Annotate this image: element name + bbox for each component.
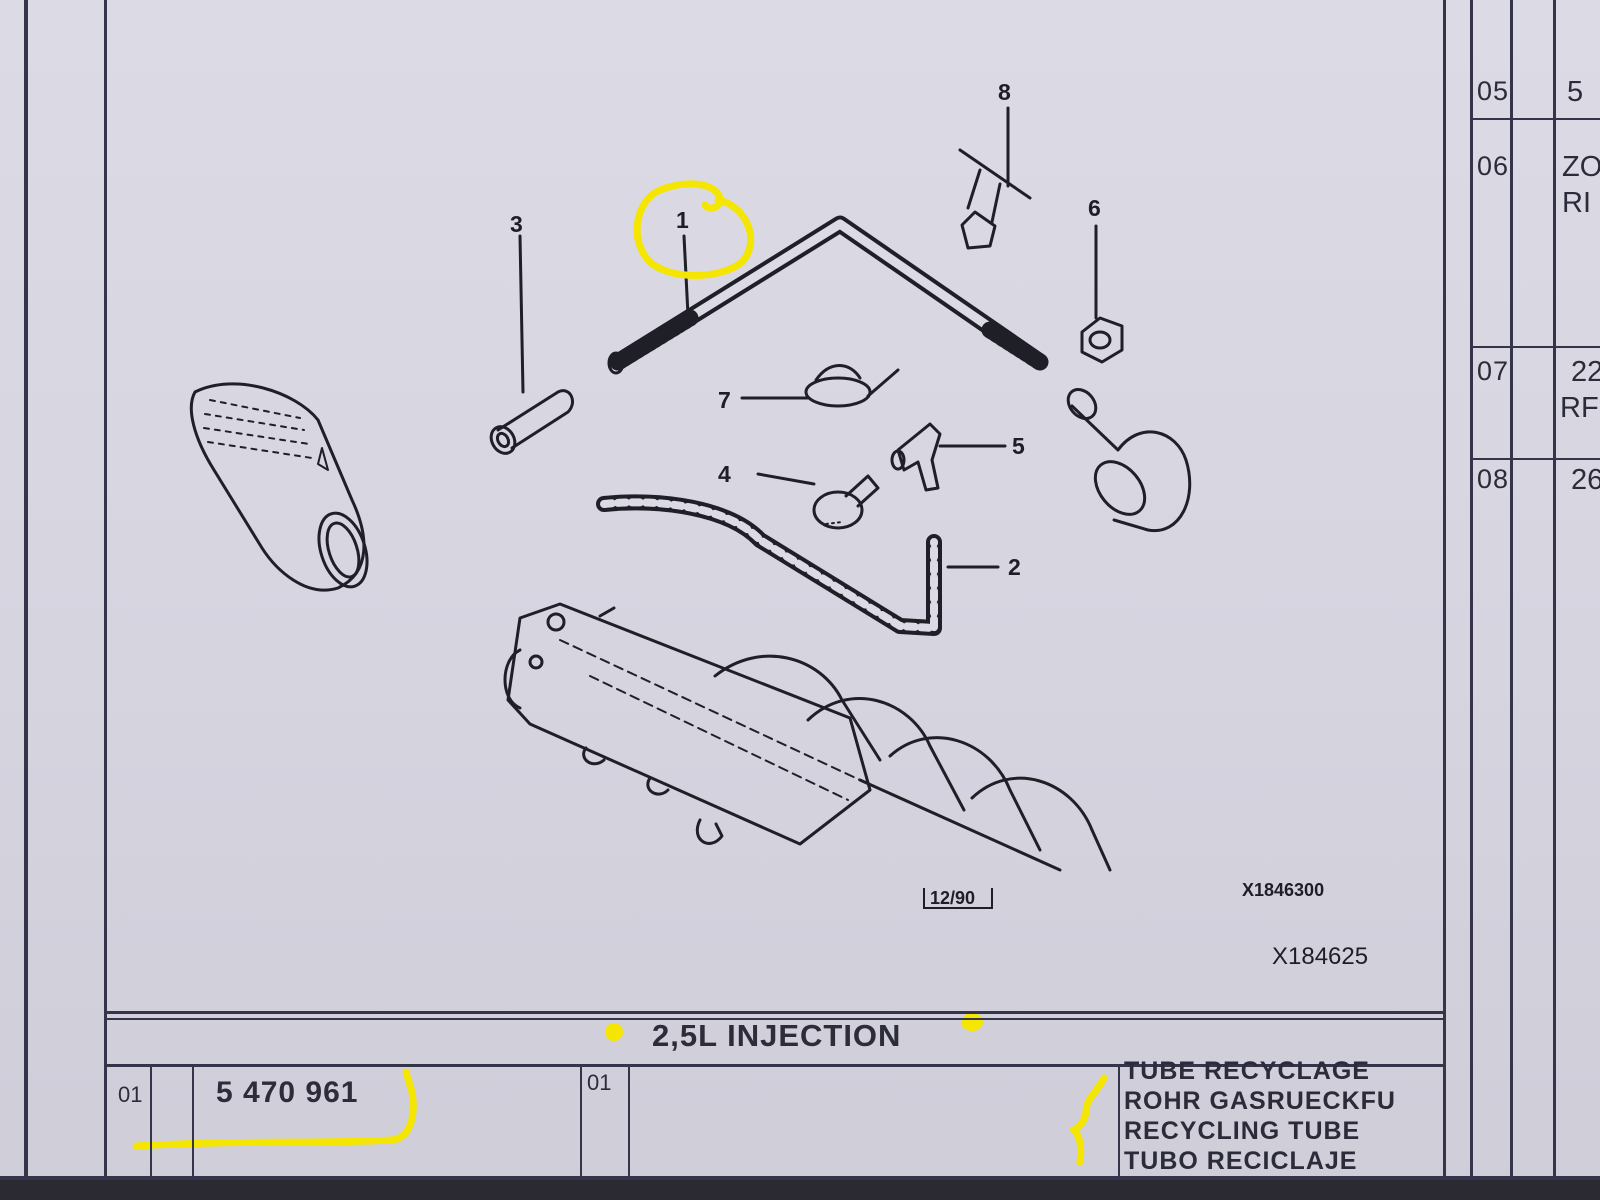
side-row-rule-1	[1472, 118, 1600, 120]
section-title: 2,5L INJECTION	[652, 1018, 902, 1053]
side-edge-06b: RI	[1562, 187, 1591, 219]
diagram-right-border	[1443, 0, 1446, 1178]
description-de: ROHR GASRUECKFU	[1124, 1087, 1396, 1115]
left-border-inner	[104, 0, 107, 1178]
description-fr: TUBE RECYCLAGE	[1124, 1057, 1370, 1085]
part-7-hose-clip	[740, 364, 900, 408]
table-col-2	[192, 1066, 194, 1178]
side-edge-07b: RF	[1560, 392, 1599, 424]
side-edge-05: 5	[1567, 76, 1584, 108]
table-col-5	[1118, 1066, 1120, 1178]
part-3-hose-connector	[489, 234, 574, 455]
annotation-dot-right	[961, 1013, 983, 1031]
date-stamp: 12/90	[930, 888, 975, 908]
left-border-outer	[24, 0, 28, 1178]
side-column-border-a	[1470, 0, 1473, 1178]
callout-7: 7	[718, 387, 731, 413]
side-edge-07: 22	[1571, 356, 1600, 388]
side-row-rule-2	[1472, 346, 1600, 348]
annotation-bracket	[1068, 1074, 1108, 1166]
yellow-annotations	[132, 180, 1108, 1166]
date-stamp-bracket	[923, 888, 993, 909]
diagram-reference-2: X184625	[1272, 943, 1368, 970]
monitor-bezel	[0, 1180, 1600, 1200]
quantity: 01	[587, 1070, 612, 1095]
part-8-bolt-fitting	[958, 106, 1032, 250]
annotation-underline	[132, 1068, 417, 1150]
table-top-rule-inner	[106, 1018, 1446, 1020]
part-1-recycling-tube	[607, 215, 1049, 375]
side-code-06: 06	[1477, 151, 1510, 181]
table-top-rule	[106, 1011, 1446, 1014]
diagram-reference-1: X1846300	[1242, 880, 1324, 900]
side-code-08: 08	[1477, 464, 1510, 494]
callout-6: 6	[1088, 195, 1101, 221]
description-es: TUBO RECICLAJE	[1124, 1147, 1358, 1175]
description-en: RECYCLING TUBE	[1124, 1117, 1361, 1145]
side-column-border-b	[1510, 0, 1513, 1178]
table-col-4	[628, 1066, 630, 1178]
part-number[interactable]: 5 470 961	[216, 1076, 359, 1109]
side-code-05: 05	[1477, 76, 1510, 106]
part-2-vacuum-hose	[596, 494, 1000, 636]
annotation-dot-left	[605, 1023, 623, 1041]
intake-manifold	[503, 602, 1112, 872]
callout-1: 1	[676, 207, 689, 233]
part-5-elbow-fitting	[890, 422, 1007, 492]
table-col-3	[580, 1066, 582, 1178]
side-code-07: 07	[1477, 356, 1510, 386]
callout-4: 4	[718, 461, 731, 487]
intake-boot	[189, 382, 369, 592]
callout-8: 8	[998, 79, 1011, 105]
side-edge-06: ZO	[1562, 151, 1600, 183]
bottom-edge	[0, 1176, 1600, 1180]
row-index: 01	[118, 1082, 143, 1107]
annotation-circle	[633, 180, 755, 279]
callout-5: 5	[1012, 433, 1025, 459]
side-column-border-c	[1553, 0, 1556, 1178]
callout-3: 3	[510, 211, 523, 237]
side-row-rule-3	[1472, 458, 1600, 460]
callout-2: 2	[1008, 554, 1021, 580]
side-edge-08: 26	[1571, 464, 1600, 496]
table-col-1	[150, 1066, 152, 1178]
part-6-nut	[1080, 224, 1124, 364]
part-4-t-fitting	[756, 472, 880, 530]
tube-adapter	[1066, 388, 1192, 533]
table-title-rule	[106, 1064, 1446, 1067]
